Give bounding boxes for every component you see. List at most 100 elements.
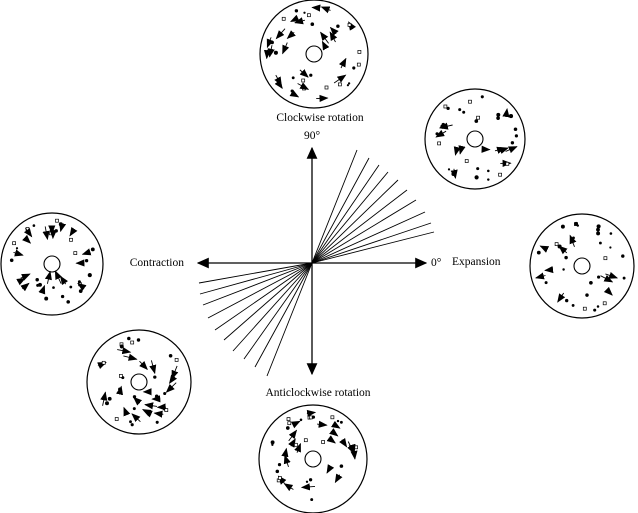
flow-dot [271,443,274,446]
flow-dot [496,116,500,120]
flow-dot [84,259,89,263]
flow-dot [565,298,569,303]
flow-square [347,23,352,27]
flow-arrow [283,454,291,468]
flow-dot [336,24,340,28]
flow-dot [54,229,58,233]
flow-square [278,476,282,480]
flow-dot [347,82,351,85]
flow-dot [508,114,514,119]
stimulus-spiral-expansion-clockwise [424,88,526,190]
flow-arrow [438,122,453,130]
flow-dot [78,289,83,293]
flow-arrow [286,30,296,40]
flow-arrow [338,57,347,69]
flow-dot [153,375,157,379]
flow-dot [303,11,306,14]
flow-square [464,159,469,163]
flow-dot [136,338,141,342]
direction-ray [254,262,313,368]
flow-arrow [329,428,339,437]
flow-arrow [283,483,294,492]
axes [196,146,428,376]
flow-arrow [23,227,33,238]
flow-dot [285,426,290,430]
stimulus-clockwise [259,0,369,109]
flow-arrow [275,28,286,40]
direction-ray [311,211,426,264]
flow-arrow [320,31,329,44]
flow-dot [572,236,575,240]
flow-dot [536,250,541,255]
flow-arrow [605,271,619,279]
direction-ray [266,262,313,377]
flow-square [498,172,502,177]
flow-square [307,13,311,18]
flow-dot [69,285,73,289]
flow-arrow [153,410,164,418]
flow-arrow [144,402,158,410]
flow-arrow [42,226,50,241]
flow-dot [564,255,568,260]
flow-arrow [317,420,328,428]
flow-arrow [326,464,335,474]
direction-ray [311,222,432,264]
flow-arrow [290,420,301,429]
flow-arrow [133,396,143,406]
flow-arrow [331,420,341,429]
flow-dot [596,224,601,229]
flow-square [603,256,608,261]
flow-square [286,417,291,421]
flow-dot [346,84,349,87]
label-90-degrees: 90° [304,130,321,142]
fixation-hole [466,130,484,148]
flow-arrow [326,435,336,444]
flow-dot [621,254,625,258]
label-contraction: Contraction [130,257,185,269]
flow-arrow [20,273,31,281]
flow-dot [310,498,314,502]
flow-arrow [149,360,157,375]
flow-arrow [77,282,87,292]
flow-arrow [535,272,546,280]
flow-square [582,306,587,311]
flow-arrow [299,69,309,78]
flow-arrow [569,234,577,247]
flow-dot [127,336,131,341]
flow-arrow [123,406,131,417]
flow-square [468,99,472,104]
flow-arrow [600,274,614,283]
flow-dot [290,89,294,93]
flow-arrow [54,270,62,284]
flow-dot [155,420,159,424]
direction-ray [311,231,435,264]
flow-dot [598,241,602,245]
flow-dot [480,95,484,99]
flow-arrow [117,347,132,355]
flow-arrow [334,473,343,484]
flow-arrow [289,14,300,22]
flow-dot [597,275,601,279]
flow-dot [15,247,19,250]
flow-dot [35,278,39,282]
flow-arrow [141,409,152,417]
flow-dot [562,268,565,271]
flow-dot [87,273,92,278]
flow-dot [275,469,280,474]
flow-arrow [350,450,358,460]
flow-dot [130,423,134,427]
flow-arrow [288,438,296,448]
flow-square [101,360,106,365]
flow-dot [496,112,501,117]
direction-ray [311,179,399,264]
direction-ray [202,262,313,306]
flow-arrow [81,248,92,256]
flow-dot [32,224,36,227]
flow-arrow [333,74,347,84]
flow-dot [311,415,316,419]
flow-dot [513,127,518,132]
flow-square [321,440,325,444]
flow-arrow [38,284,46,295]
flow-dot [585,293,589,297]
flow-arrow [294,17,306,25]
